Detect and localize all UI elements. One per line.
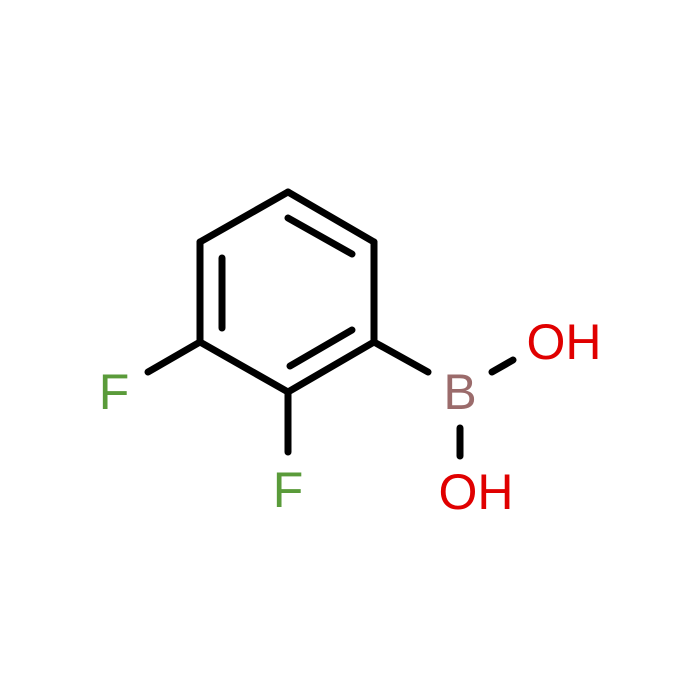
ring-bond-bottom-left (196, 338, 292, 396)
hydroxyl-bottom-label: OH (439, 464, 514, 520)
ring-bond-top-right (284, 188, 378, 246)
hydroxyl-top-label: OH (527, 314, 602, 370)
boron-label: B (443, 364, 476, 420)
ring-bond-bottom-right (284, 338, 378, 396)
bond-boron-to-hydroxyl-top (488, 356, 517, 376)
ring-double-bond-bottom-right (286, 326, 356, 370)
fluorine-bottom-label: F (273, 462, 304, 518)
bond-ring-to-fluorine-top (144, 338, 204, 376)
bond-ring-to-boron (370, 338, 432, 376)
ring-double-bond-top-right (284, 214, 356, 258)
ring-bond-top-left (196, 188, 292, 246)
fluorine-top-label: F (99, 364, 130, 420)
